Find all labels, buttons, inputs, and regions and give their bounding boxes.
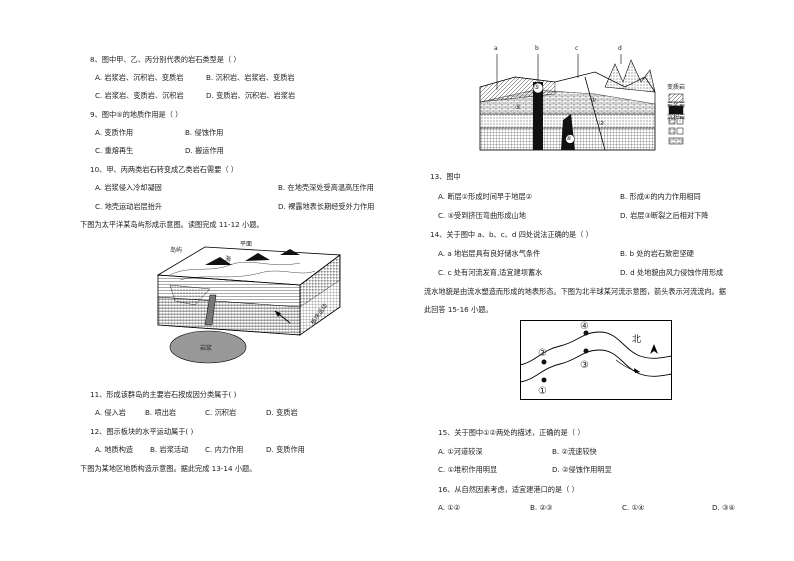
- q8-option-b[interactable]: B. 沉积岩、岩浆岩、变质岩: [206, 73, 295, 82]
- q16-option-a[interactable]: A. ①②: [438, 503, 461, 512]
- label-magma: 岩浆: [200, 345, 213, 352]
- q12-option-d[interactable]: D. 变质作用: [266, 445, 305, 454]
- q10-option-b[interactable]: B. 在地壳深处受高温高压作用: [278, 183, 374, 192]
- num-3: ③: [515, 104, 521, 111]
- q15-option-d[interactable]: D. ②侵蚀作用明显: [552, 465, 612, 474]
- marker-d: d: [618, 45, 622, 52]
- q14-option-b[interactable]: B. b 处的岩石致密坚硬: [620, 249, 694, 258]
- q10-option-d[interactable]: D. 裸露地表长期经受外力作用: [278, 202, 375, 211]
- q11-option-c[interactable]: C. 沉积岩: [205, 408, 237, 417]
- q15-option-c[interactable]: C. ①堆积作用明显: [438, 465, 498, 474]
- q14-option-a[interactable]: A. a 地岩层具有良好储水气条件: [438, 249, 541, 258]
- q11-stem: 11、形成该群岛的主要岩石按成因分类属于( ): [90, 390, 237, 399]
- q13-stem: 13、图中: [430, 172, 461, 181]
- q8-option-c[interactable]: C. 岩浆岩、变质岩、沉积岩: [95, 91, 184, 100]
- q8-stem: 8、图中甲、乙、丙分别代表的岩石类型是（ ）: [90, 55, 241, 64]
- intro-11-12: 下图为太平洋某岛屿形成示意图。读图完成 11-12 小题。: [80, 220, 264, 229]
- label-sea: 海: [225, 256, 232, 263]
- q8-option-d[interactable]: D. 变质岩、沉积岩、岩浆岩: [206, 91, 296, 100]
- q13-option-a[interactable]: A. 断层①形成时间早于地层②: [438, 192, 533, 201]
- q9-option-c[interactable]: C. 重熔再生: [95, 146, 134, 155]
- q16-option-b[interactable]: B. ②③: [530, 503, 553, 512]
- q8-option-a[interactable]: A. 岩浆岩、沉积岩、变质岩: [95, 73, 184, 82]
- q10-option-c[interactable]: C. 地壳运动岩层抬升: [95, 202, 163, 211]
- point-4: ④: [580, 321, 589, 332]
- q16-option-d[interactable]: D. ③④: [712, 503, 735, 512]
- q14-option-d[interactable]: D. d 处地貌由风力侵蚀作用形成: [620, 268, 724, 277]
- marker-b: b: [535, 45, 539, 52]
- q9-option-b[interactable]: B. 侵蚀作用: [185, 128, 224, 137]
- q11-option-b[interactable]: B. 喷出岩: [145, 408, 177, 417]
- legend-magmatic: 岩浆岩: [667, 102, 686, 109]
- q12-option-b[interactable]: B. 岩浆活动: [150, 445, 189, 454]
- legend-metamorphic: 变质岩: [667, 84, 686, 91]
- q12-stem: 12、图示板块的水平运动属于( ): [90, 427, 194, 436]
- island-block-diagram: 岛屿 海 平面 岩浆 板块运动: [150, 235, 350, 370]
- q13-option-b[interactable]: B. 形成④的内力作用相同: [620, 192, 701, 201]
- num-4: ④: [566, 135, 572, 142]
- q14-option-c[interactable]: C. c 处有河流发育,适宜建坝蓄水: [438, 268, 543, 277]
- q12-option-c[interactable]: C. 内力作用: [205, 445, 244, 454]
- intro-13-14: 下图为某地区地质构造示意图。据此完成 13-14 小题。: [80, 464, 257, 473]
- q9-stem: 9、图中⑤的地质作用是（ ）: [90, 110, 183, 119]
- q11-option-d[interactable]: D. 变质岩: [266, 408, 298, 417]
- q9-option-d[interactable]: D. 搬运作用: [185, 146, 224, 155]
- river-meander-figure: ② ① ④ ③ 北: [519, 320, 673, 400]
- q12-option-a[interactable]: A. 地质构造: [95, 445, 134, 454]
- q10-stem: 10、甲、丙两类岩石转变成乙类岩石需要（ ）: [90, 165, 238, 174]
- q13-option-c[interactable]: C. ⑤受到挤压弯曲形成山地: [438, 211, 526, 220]
- q9-option-a[interactable]: A. 变质作用: [95, 128, 134, 137]
- point-2: ②: [538, 348, 547, 359]
- q15-option-a[interactable]: A. ①河道较深: [438, 447, 483, 456]
- q16-stem: 16、从自然因素考虑，适宜建港口的是（ ）: [438, 485, 579, 494]
- legend-sedimentary: 沉积岩: [667, 114, 686, 121]
- q10-option-a[interactable]: A. 岩浆侵入冷却凝固: [95, 183, 162, 192]
- q15-stem: 15、关于图中①②两处的描述，正确的是（ ）: [438, 428, 585, 437]
- num-5: ⑤: [534, 84, 540, 91]
- q14-stem: 14、关于图中 a、b、c、d 四处说法正确的是（ ）: [430, 230, 593, 239]
- intro-15-16-line2: 此回答 15-16 小题。: [424, 305, 493, 314]
- num-1: ①: [591, 97, 597, 104]
- q15-option-b[interactable]: B. ②流速较快: [552, 447, 597, 456]
- label-island: 岛屿: [170, 247, 183, 254]
- point-3: ③: [580, 360, 589, 371]
- label-level: 平面: [240, 241, 253, 248]
- intro-15-16-line1: 流水地貌是由流水塑造而形成的地表形态。下图为北半球某河流示意图，箭头表示河流流向…: [424, 287, 726, 296]
- marker-a: a: [494, 45, 498, 52]
- marker-c: c: [575, 45, 579, 52]
- point-1: ①: [538, 386, 547, 397]
- q16-option-c[interactable]: C. ①④: [622, 503, 645, 512]
- geologic-cross-section: a b c d ⑤ ④ ① ② ③ 变质岩 岩浆岩 沉积岩: [475, 42, 700, 154]
- q13-option-d[interactable]: D. 岩层③断裂之后相对下降: [620, 211, 709, 220]
- num-2: ②: [599, 120, 605, 127]
- north-label: 北: [632, 335, 642, 345]
- q11-option-a[interactable]: A. 侵入岩: [95, 408, 126, 417]
